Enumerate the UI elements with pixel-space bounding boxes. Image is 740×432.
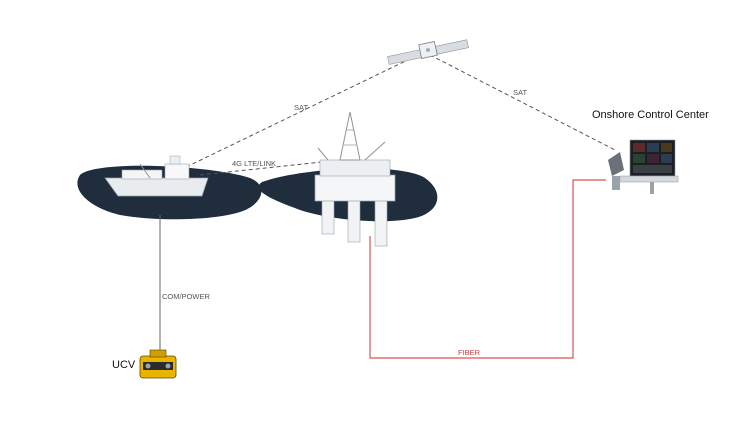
com-power-label: COM/POWER bbox=[162, 292, 210, 301]
sat-right-label: SAT bbox=[513, 88, 527, 97]
ucv-robot-icon bbox=[139, 349, 177, 379]
sat-link-vessel bbox=[179, 54, 419, 171]
satellite-icon bbox=[387, 39, 469, 65]
oil-rig-icon bbox=[314, 111, 396, 247]
lte-link-label: 4G LTE/LINK bbox=[232, 159, 276, 168]
fiber-label: FIBER bbox=[458, 348, 481, 357]
ucv-label: UCV bbox=[112, 359, 136, 371]
vessel-icon bbox=[104, 155, 209, 197]
onshore-control-center-label: Onshore Control Center bbox=[592, 109, 709, 121]
fiber-line bbox=[369, 179, 606, 359]
control-center-icon bbox=[608, 139, 679, 194]
sat-left-label: SAT bbox=[294, 103, 308, 112]
sat-link-onshore bbox=[429, 54, 616, 151]
